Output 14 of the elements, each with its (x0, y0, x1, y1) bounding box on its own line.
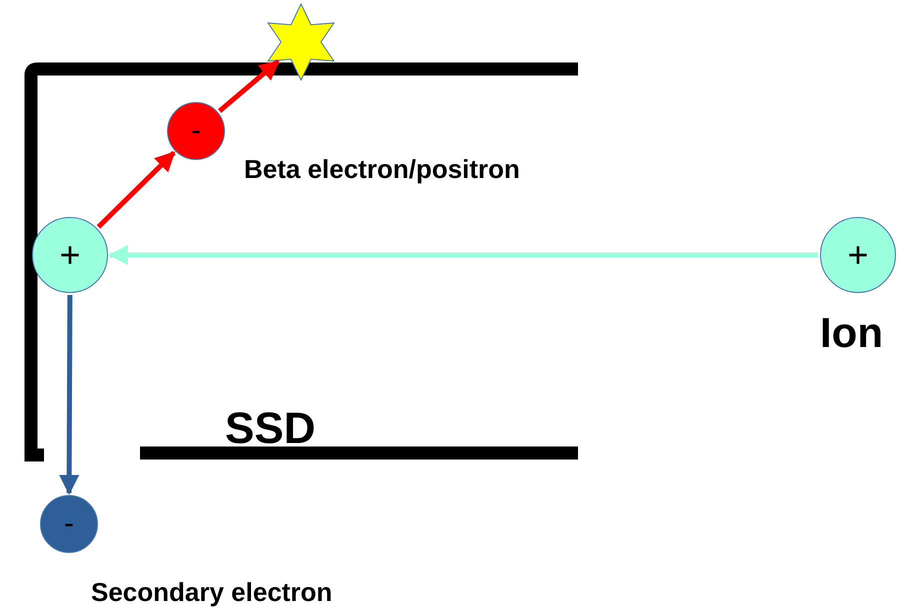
particle-circle (167, 102, 225, 160)
arrow (218, 60, 280, 113)
arrow (59, 294, 80, 495)
arrow (108, 245, 818, 265)
charge-sign: + (59, 237, 81, 273)
arrow (96, 150, 176, 229)
charge-sign: - (191, 116, 201, 146)
particle-label: Beta electron/positron (244, 155, 520, 184)
star-flash (267, 2, 335, 82)
particle-label: Secondary electron (91, 578, 332, 607)
charge-sign: - (64, 509, 74, 539)
detector-label: SSD (225, 407, 316, 451)
charge-sign: + (847, 237, 869, 273)
particle-label: Ion (820, 310, 883, 356)
